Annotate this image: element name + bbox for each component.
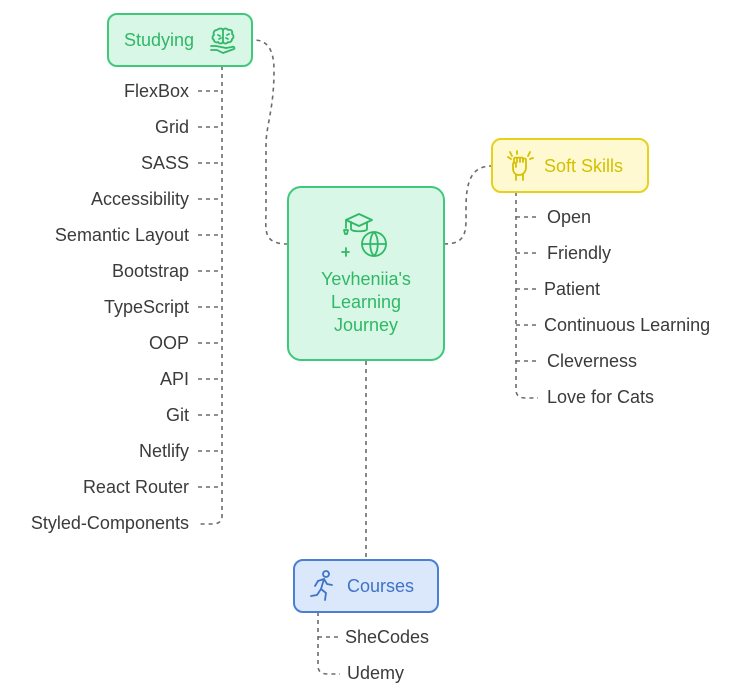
connector-courses-spine xyxy=(317,612,340,675)
soft-skill-item: Open xyxy=(547,207,592,227)
soft-skill-item: Love for Cats xyxy=(547,387,655,407)
connector-softskills-spine xyxy=(515,192,538,399)
studying-item: Git xyxy=(165,405,189,425)
soft-skill-item: Cleverness xyxy=(547,351,638,371)
running-person-icon xyxy=(310,570,333,601)
soft-skills-label: Soft Skills xyxy=(544,156,624,176)
course-item: SheCodes xyxy=(345,627,430,647)
brain-hand-icon xyxy=(210,27,236,54)
studying-item: FlexBox xyxy=(123,81,189,101)
raised-fist-icon xyxy=(507,150,534,181)
course-item: Udemy xyxy=(347,663,405,683)
center-title: Yevheniia's Learning Journey xyxy=(289,268,443,337)
courses-node[interactable]: Courses xyxy=(293,559,439,613)
studying-item: Semantic Layout xyxy=(54,225,189,245)
center-node[interactable]: Yevheniia's Learning Journey xyxy=(287,186,445,361)
center-title-line: Yevheniia's xyxy=(321,269,411,289)
connector-center-studying xyxy=(253,39,289,245)
studying-item: Bootstrap xyxy=(111,261,189,281)
studying-item: Grid xyxy=(154,117,189,137)
studying-item: API xyxy=(159,369,189,389)
studying-node[interactable]: Studying xyxy=(107,13,253,67)
graduation-globe-icon xyxy=(341,213,387,257)
studying-item: TypeScript xyxy=(103,297,189,317)
soft-skill-item: Patient xyxy=(544,279,601,299)
studying-item: Styled-Components xyxy=(30,513,189,533)
studying-item: React Router xyxy=(82,477,189,497)
center-title-line: Learning xyxy=(330,292,402,312)
center-title-line: Journey xyxy=(333,315,399,335)
studying-item: SASS xyxy=(140,153,189,173)
soft-skill-item: Friendly xyxy=(547,243,612,263)
soft-skills-node[interactable]: Soft Skills xyxy=(491,138,649,193)
studying-item: Netlify xyxy=(138,441,189,461)
studying-item: Accessibility xyxy=(90,189,189,209)
courses-label: Courses xyxy=(347,576,415,596)
studying-item: OOP xyxy=(148,333,189,353)
connector-studying-spine xyxy=(200,66,223,525)
connector-center-softskills xyxy=(443,165,493,245)
studying-label: Studying xyxy=(124,30,195,50)
soft-skill-item: Continuous Learning xyxy=(544,315,711,335)
